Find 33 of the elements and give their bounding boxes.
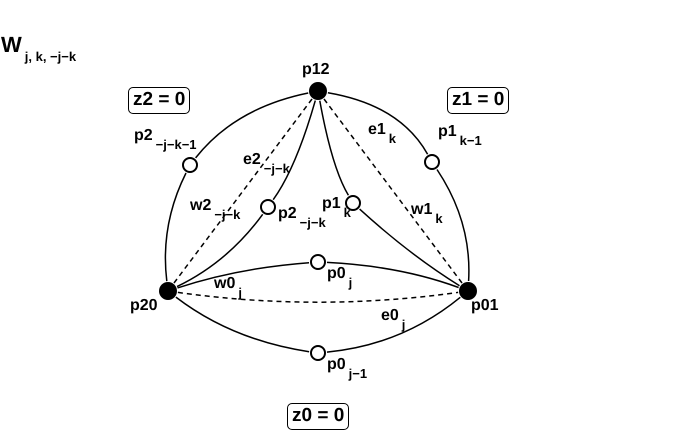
point-label: p2$_{−j−k−1}$ (134, 128, 197, 151)
point-label: p0$_{j−1}$ (327, 357, 368, 380)
equation-label: z2 = 0 (128, 87, 190, 114)
curve (272, 100, 316, 200)
point-label: p12 (302, 62, 330, 78)
point-label: p20 (130, 298, 158, 314)
curve (328, 92, 428, 155)
equation-label: z1 = 0 (447, 87, 510, 114)
curve-label: w0$_{j}$ (214, 276, 242, 299)
title: W$_{j, k, −j−k}$ (1, 34, 76, 63)
curve (359, 208, 460, 286)
curve (326, 296, 461, 353)
curve-label: w1$_{k}$ (411, 202, 443, 225)
point-label: p1$_{k−1}$ (438, 124, 482, 147)
curve (175, 296, 310, 352)
curve-label: e2$_{−j−k}$ (243, 152, 290, 175)
point-label: p0$_{j}$ (327, 266, 352, 289)
point-label: p1$_{k}$ (322, 196, 351, 219)
point-label: p01 (471, 298, 499, 314)
curve (177, 262, 310, 289)
curve-label: e0$_{j}$ (381, 308, 406, 331)
equation-label: z0 = 0 (287, 403, 350, 430)
curve (195, 92, 308, 158)
curve (164, 172, 187, 282)
curve-label: w2$_{−j−k}$ (190, 198, 240, 221)
curve (326, 262, 459, 288)
dashed-curve (173, 98, 313, 284)
dashed-curve (323, 98, 463, 284)
curve (176, 214, 264, 288)
curve (436, 169, 470, 282)
dashed-curve (178, 292, 458, 303)
curve-label: e1$_{k}$ (368, 122, 396, 145)
curve (319, 100, 350, 196)
